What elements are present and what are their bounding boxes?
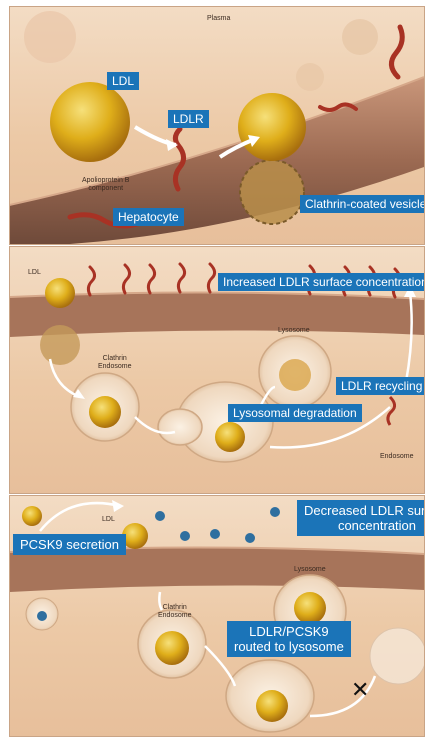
lysosomal-degradation-label: Lysosomal degradation xyxy=(228,404,362,422)
ldl-small-label: LDL xyxy=(102,516,115,524)
panel-ldlr-recycling: LDL Increased LDLR surface concentration… xyxy=(9,246,425,494)
lysosome-label: Lysosome xyxy=(278,327,310,335)
ldlr-receptor xyxy=(148,265,154,293)
apob-label: Apolioprotein B component xyxy=(82,177,129,193)
ldl-label: LDL xyxy=(107,72,139,90)
endosome2-label: Endosome xyxy=(380,453,413,461)
blur-blob xyxy=(296,63,324,91)
pcsk9-molecule xyxy=(180,531,190,541)
blocked-recycling-x: ✕ xyxy=(351,680,369,702)
pcsk9-secretion-label: PCSK9 secretion xyxy=(13,534,126,555)
ldlr-receptor xyxy=(123,265,129,293)
panel-ldl-binding: Plasma LDL LDLR Apolioprotein B componen… xyxy=(9,6,425,245)
ldl-particle xyxy=(45,278,75,308)
plasma-label: Plasma xyxy=(207,15,230,23)
pcsk9-molecule xyxy=(155,511,165,521)
ldl-particle xyxy=(238,93,306,161)
ldlr-receptor xyxy=(208,264,214,292)
decreased-ldlr-label: Decreased LDLR surface concentration xyxy=(297,500,425,536)
ldl-particle xyxy=(256,690,288,722)
increased-ldlr-label: Increased LDLR surface concentration xyxy=(218,273,425,291)
hepatocyte-label: Hepatocyte xyxy=(113,208,184,226)
ldl-particle xyxy=(215,422,245,452)
ldl-particle xyxy=(155,631,189,665)
ldl-particle xyxy=(50,82,130,162)
faded-endosome xyxy=(370,628,424,684)
ldl-small-label: LDL xyxy=(28,269,41,277)
ldlr-receptor xyxy=(178,264,184,292)
blur-blob xyxy=(342,19,378,55)
ldl-particle xyxy=(294,592,326,624)
lysosome-label: Lysosome xyxy=(294,566,326,574)
ldl-particle xyxy=(89,396,121,428)
recycled-ldlr xyxy=(388,397,395,425)
blur-blob xyxy=(24,11,76,63)
pcsk9-molecule xyxy=(37,611,47,621)
panel-pcsk9: LDL Decreased LDLR surface concentration… xyxy=(9,495,425,737)
pcsk9-molecule xyxy=(245,533,255,543)
ldl-particle xyxy=(22,506,42,526)
endosome-label: Clathrin Endosome xyxy=(98,355,131,371)
ldlr-receptor xyxy=(88,267,94,295)
pcsk9-molecule xyxy=(270,507,280,517)
pcsk9-molecule xyxy=(210,529,220,539)
ldlr-receptor xyxy=(391,27,402,77)
ldlr-label: LDLR xyxy=(168,110,209,128)
endosome-label: Clathrin Endosome xyxy=(158,604,191,620)
routed-to-lysosome-label: LDLR/PCSK9 routed to lysosome xyxy=(227,621,351,657)
clathrin-vesicle xyxy=(40,325,80,365)
clathrin-vesicle-label: Clathrin-coated vesicle xyxy=(300,195,425,213)
ldlr-recycling-label: LDLR recycling xyxy=(336,377,425,395)
